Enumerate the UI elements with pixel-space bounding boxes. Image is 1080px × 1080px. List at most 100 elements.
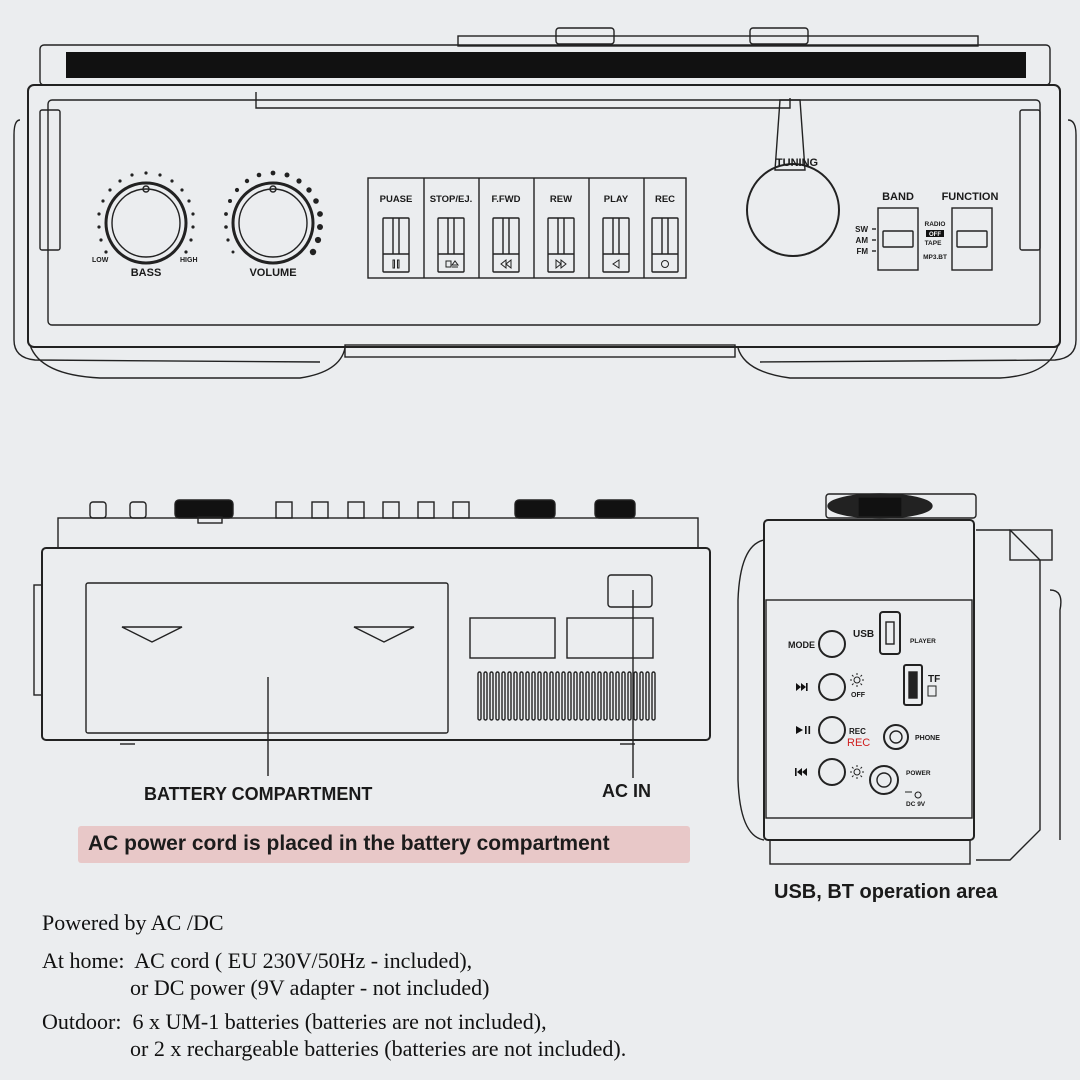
function-label: FUNCTION	[942, 191, 999, 203]
usb-port	[879, 611, 901, 655]
power-info-line-4: Outdoor: 6 x UM-1 batteries (batteries a…	[42, 1009, 547, 1034]
band-option-sw: SW	[855, 225, 868, 234]
cassette-button-1[interactable]: PUASE	[380, 194, 413, 273]
function-option-off: OFF	[929, 232, 941, 238]
vent-slot	[483, 671, 488, 721]
vent-slot	[645, 671, 650, 721]
function-option-radio: RADIO	[925, 221, 946, 228]
cassette-button-6[interactable]: REC	[651, 194, 679, 273]
vent-slot	[591, 671, 596, 721]
tuning-label: TUNING	[776, 157, 818, 169]
rewind-icon	[555, 258, 567, 270]
cassette-button-5[interactable]: PLAY	[602, 194, 630, 273]
record-icon	[661, 260, 669, 268]
vent-slot	[489, 671, 494, 721]
cassette-button-label: REW	[550, 194, 572, 205]
vent-slot	[495, 671, 500, 721]
light-icon	[850, 673, 864, 687]
front-view: PUASE STOP/EJ. F.FWD REW PLAY REC	[13, 27, 1077, 379]
power-label: POWER	[906, 770, 931, 777]
power-info-line-2: At home: AC cord ( EU 230V/50Hz - includ…	[42, 948, 473, 973]
stop-eject-icon	[445, 260, 459, 268]
play-pause-rec-button[interactable]	[818, 716, 846, 744]
vent-slot	[525, 671, 530, 721]
vent-slot	[543, 671, 548, 721]
usb-bt-caption: USB, BT operation area	[774, 881, 998, 903]
off-label: OFF	[851, 692, 866, 699]
next-track-icon	[796, 683, 808, 691]
tf-label: TF	[928, 674, 940, 685]
side-view	[737, 493, 1062, 865]
vent-slot	[621, 671, 626, 721]
light-icon-lower	[850, 765, 864, 779]
vent-slot	[573, 671, 578, 721]
dc-polarity-icon	[905, 791, 922, 799]
cord-note: AC power cord is placed in the battery c…	[88, 832, 610, 855]
function-option-tape: TAPE	[925, 240, 943, 247]
player-label: PLAYER	[910, 638, 936, 645]
cassette-button-label: F.FWD	[491, 194, 520, 205]
vent-slot	[609, 671, 614, 721]
vent-slot	[501, 671, 506, 721]
power-info-line-3: or DC power (9V adapter - not included)	[42, 975, 490, 1000]
tuning-dial[interactable]	[746, 163, 840, 257]
vent-slot	[651, 671, 656, 721]
vent-slot	[633, 671, 638, 721]
vent-slot	[627, 671, 632, 721]
vent-slot	[639, 671, 644, 721]
vent-slot	[597, 671, 602, 721]
function-option-mp3bt: MP3.BT	[923, 254, 947, 261]
cassette-button-2[interactable]: STOP/EJ.	[430, 194, 473, 273]
previous-light-button[interactable]	[818, 758, 846, 786]
mode-label: MODE	[788, 640, 815, 650]
function-switch[interactable]	[951, 207, 993, 271]
vent-slot	[561, 671, 566, 721]
vent-slot	[537, 671, 542, 721]
volume-knob[interactable]	[224, 170, 323, 265]
band-option-fm: FM	[856, 247, 868, 256]
play-icon	[612, 259, 620, 269]
cord-note-highlight	[78, 826, 690, 863]
bass-label: BASS	[131, 267, 162, 279]
band-option-am: AM	[856, 236, 869, 245]
usb-label: USB	[853, 629, 874, 640]
vent-slot	[513, 671, 518, 721]
cassette-button-4[interactable]: REW	[547, 194, 575, 273]
power-info-line-5: or 2 x rechargeable batteries (batteries…	[42, 1036, 627, 1061]
vent-slot	[507, 671, 512, 721]
band-switch[interactable]	[872, 207, 919, 271]
bass-low-label: LOW	[92, 257, 109, 264]
rec-label: REC	[849, 727, 866, 736]
cassette-button-label: REC	[655, 194, 675, 205]
cassette-button-label: PLAY	[604, 194, 629, 205]
cassette-button-label: STOP/EJ.	[430, 194, 473, 205]
vent-slot	[549, 671, 554, 721]
rec-red-label: REC	[847, 737, 870, 749]
phone-label: PHONE	[915, 735, 940, 742]
cassette-buttons: PUASE STOP/EJ. F.FWD REW PLAY REC	[380, 194, 679, 273]
dc-label: DC 9V	[906, 801, 926, 808]
bass-high-label: HIGH	[180, 257, 198, 264]
previous-track-icon	[795, 768, 807, 776]
vent-slot	[519, 671, 524, 721]
vent-slot	[531, 671, 536, 721]
power-info-line-1: Powered by AC /DC	[42, 910, 224, 935]
volume-label: VOLUME	[249, 267, 296, 279]
ac-in-port	[607, 574, 653, 608]
battery-compartment-caption: BATTERY COMPARTMENT	[144, 784, 373, 804]
vent-slot	[567, 671, 572, 721]
bottom-view	[33, 499, 711, 778]
vent-slot	[615, 671, 620, 721]
tf-card-slot	[903, 664, 923, 706]
speaker-vents	[477, 671, 656, 721]
vent-slot	[579, 671, 584, 721]
next-light-button[interactable]	[818, 673, 846, 701]
vent-slot	[603, 671, 608, 721]
band-label: BAND	[882, 191, 914, 203]
bass-knob[interactable]	[97, 171, 195, 265]
power-jack	[869, 765, 899, 795]
mode-button[interactable]	[818, 630, 846, 658]
cassette-button-3[interactable]: F.FWD	[491, 194, 521, 273]
tf-card-icon	[927, 685, 937, 697]
